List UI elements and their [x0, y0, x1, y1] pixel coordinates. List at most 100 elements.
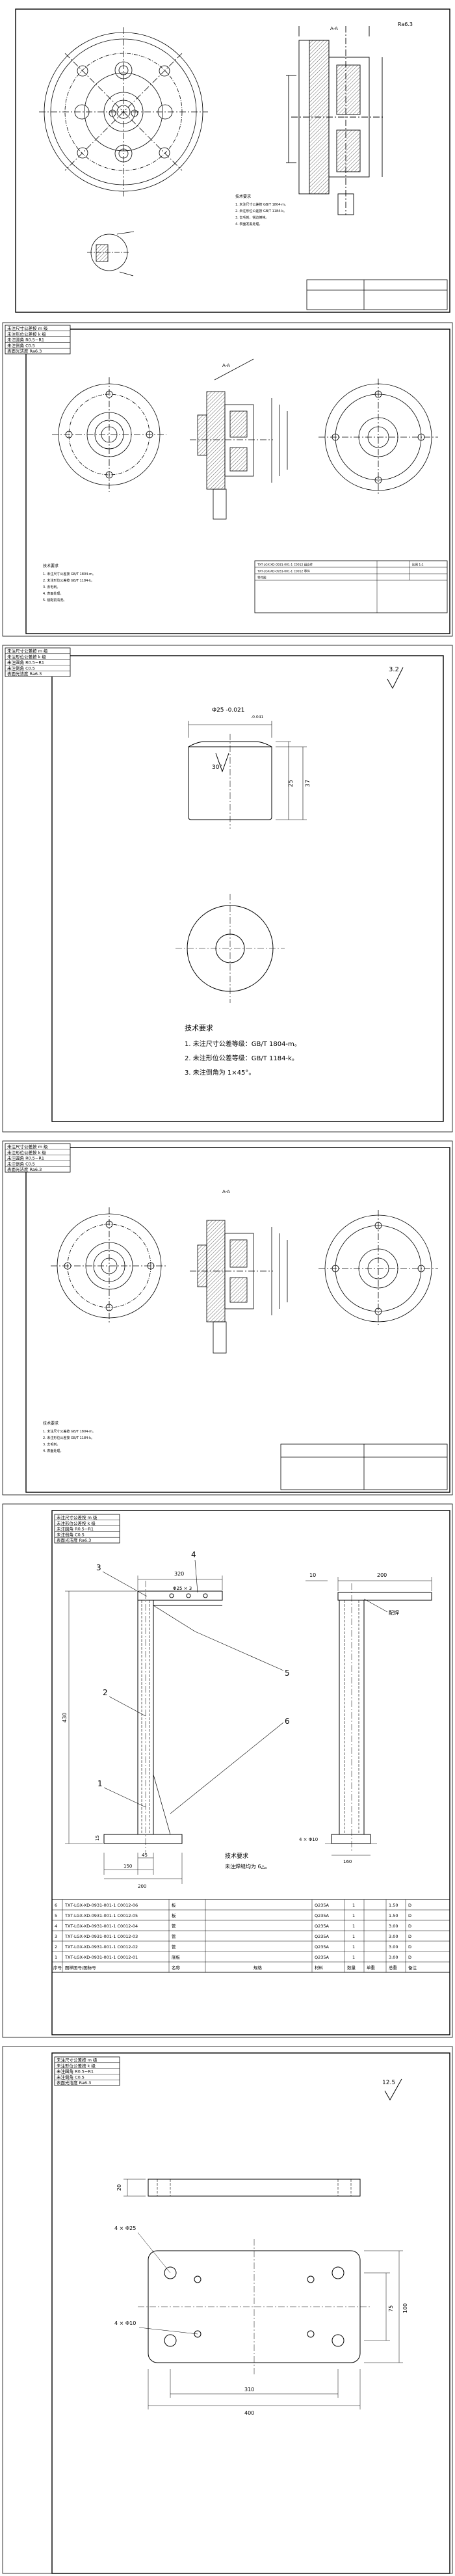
- stand-side-view: [331, 1583, 432, 1853]
- plate-top-view: [138, 2239, 370, 2376]
- stamp-row: 未注尺寸公差按 m 级: [7, 325, 48, 331]
- bom-cell: D: [408, 1934, 411, 1939]
- bom-header-cell: 总重: [389, 1965, 398, 1970]
- dim-hole-note: 4 × Φ10: [299, 1837, 318, 1842]
- dim-height: 25: [288, 780, 294, 787]
- section-label: A-A: [222, 363, 230, 368]
- bom-header-cell: 单重: [367, 1965, 376, 1970]
- bom-cell: D: [408, 1903, 411, 1908]
- flange-section-view: [286, 26, 384, 215]
- title-row: TXT-LGX-XD-0931-001-1 C0012 组合件: [257, 563, 313, 567]
- notes-title: 技术要求: [43, 563, 58, 569]
- bom-cell: Q235A: [315, 1903, 330, 1908]
- sheet-6-drawing: 未注尺寸公差按 m 级 未注形位公差按 k 级 未注圆角 R0.5~R1 未注倒…: [0, 2044, 455, 2576]
- section-label: A-A: [222, 1189, 230, 1194]
- bom-cell: 3.00: [389, 1944, 398, 1950]
- balloon-3: 3: [96, 1563, 101, 1572]
- bom-table: 6 TXT-LGX-XD-0931-001-1 C0012-06 板 Q235A…: [51, 1899, 450, 1973]
- note-line: 3. 去毛刺。: [43, 585, 60, 589]
- note-line: 1. 未注尺寸公差等级：GB/T 1804-m。: [185, 1040, 301, 1048]
- flange-right-view: [318, 1210, 438, 1327]
- flange-left-view: [51, 1207, 168, 1324]
- note-line: 1. 未注尺寸公差按 GB/T 1804-m。: [43, 1429, 96, 1434]
- balloon-4: 4: [191, 1550, 196, 1559]
- bom-cell: 1.50: [389, 1903, 398, 1908]
- note-line: 2. 未注形位公差等级：GB/T 1184-k。: [185, 1054, 298, 1062]
- section-label: A-A: [330, 26, 338, 31]
- side-dimension-lines: [306, 1577, 432, 1856]
- note-line: 5. 装配前清洗。: [43, 598, 66, 602]
- stamp-row: 表面光洁度 Ra6.3: [7, 671, 42, 677]
- title-row: 零件图: [257, 576, 266, 580]
- dim-width-inner: 310: [244, 2387, 254, 2393]
- bom-cell: TXT-LGX-XD-0931-001-1 C0012-01: [64, 1955, 138, 1960]
- dim-thickness: 20: [116, 2184, 122, 2191]
- roughness-value: 12.5: [382, 2080, 395, 2086]
- drawing-sheet-1: Ra6.3 A-A 技术要求 1. 未注尺寸公差按 GB/T 1804-m。 2…: [0, 0, 455, 316]
- drawing-sheet-4: 未注尺寸公差按 m 级 未注形位公差按 k 级 未注圆角 R0.5~R1 未注倒…: [0, 1138, 455, 1497]
- note-line: 2. 未注形位公差按 GB/T 1184-k。: [43, 1436, 94, 1440]
- bom-header-cell: 序号: [53, 1965, 62, 1970]
- sheet-1-drawing: Ra6.3 A-A 技术要求 1. 未注尺寸公差按 GB/T 1804-m。 2…: [0, 0, 455, 316]
- bom-cell: 1: [55, 1955, 57, 1960]
- flange-left-view: [52, 377, 166, 492]
- bom-cell: Q235A: [315, 1955, 330, 1960]
- bom-cell: TXT-LGX-XD-0931-001-1 C0012-03: [64, 1934, 138, 1939]
- tech-notes: 技术要求 1. 未注尺寸公差等级：GB/T 1804-m。 2. 未注形位公差等…: [185, 1024, 301, 1077]
- title-block: [280, 1443, 448, 1490]
- bom-cell: 管: [172, 1944, 176, 1950]
- bom-cell: D: [408, 1913, 411, 1918]
- notes-title: 技术要求: [185, 1024, 213, 1032]
- stamp-row: 表面光洁度 Ra6.3: [7, 348, 42, 354]
- tech-notes: 技术要求 1. 未注尺寸公差按 GB/T 1804-m。 2. 未注形位公差按 …: [235, 194, 288, 226]
- bom-cell: 1: [352, 1913, 355, 1918]
- note-line: 未注焊缝均为 6△。: [225, 1863, 270, 1870]
- bom-cell: 1: [352, 1903, 355, 1908]
- tolerance-stamp: 未注尺寸公差按 m 级 未注形位公差按 k 级 未注圆角 R0.5~R1 未注倒…: [54, 2056, 120, 2086]
- stamp-row: 未注圆角 R0.5~R1: [57, 1526, 94, 1532]
- notes-title: 技术要求: [235, 194, 251, 199]
- note-line: 3. 去毛刺，锐边倒钝。: [235, 215, 268, 220]
- dim-height: 430: [62, 1713, 68, 1723]
- stamp-row: 未注尺寸公差按 m 级: [57, 2057, 98, 2063]
- title-block: TXT-LGX-XD-0931-001-1 C0012 组合件 TXT-LGX-…: [254, 560, 448, 613]
- bom-cell: 1: [352, 1934, 355, 1939]
- drawing-sheet-3: 未注尺寸公差按 m 级 未注形位公差按 k 级 未注圆角 R0.5~R1 未注倒…: [0, 643, 455, 1134]
- bom-cell: 5: [55, 1913, 57, 1918]
- bom-cell: 3: [55, 1934, 57, 1939]
- stamp-row: 未注倒角 C0.5: [7, 342, 35, 348]
- bom-header-cell: 规格: [254, 1965, 263, 1970]
- bom-cell: TXT-LGX-XD-0931-001-1 C0012-02: [64, 1944, 138, 1950]
- dim-width-outer: 400: [244, 2410, 254, 2416]
- dim-holes-large: 4 × Φ25: [114, 2225, 136, 2231]
- stamp-row: 未注圆角 R0.5~R1: [7, 337, 44, 343]
- dimension-lines: [65, 1576, 223, 1884]
- dim-side: 37: [305, 780, 311, 787]
- stamp-row: 未注倒角 C0.5: [57, 1531, 84, 1537]
- stamp-row: 未注形位公差按 k 级: [7, 331, 46, 337]
- dim-base-2: 150: [124, 1864, 132, 1869]
- tolerance-stamp: 未注尺寸公差按 m 级 未注形位公差按 k 级 未注圆角 R0.5~R1 未注倒…: [5, 1143, 71, 1173]
- bom-cell: 1.50: [389, 1913, 398, 1918]
- stamp-row: 未注倒角 C0.5: [7, 665, 35, 671]
- plate-dimension-lines: [137, 2232, 403, 2409]
- title-row: 比例 1:1: [412, 563, 424, 567]
- note-line: 2. 未注形位公差按 GB/T 1184-k。: [235, 209, 287, 213]
- stamp-row: 未注倒角 C0.5: [7, 1161, 35, 1166]
- bom-cell: Q235A: [315, 1913, 330, 1918]
- bom-cell: 3.00: [389, 1924, 398, 1929]
- bom-cell: 4: [55, 1924, 57, 1929]
- stamp-row: 未注尺寸公差按 m 级: [7, 648, 48, 654]
- bom-cell: 板: [172, 1902, 176, 1908]
- note-line: 3. 去毛刺。: [43, 1442, 60, 1447]
- note-line: 4. 表面发黑处理。: [235, 222, 262, 226]
- dim-chamfer: 30°: [212, 764, 222, 771]
- stamp-row: 未注形位公差按 k 级: [57, 1520, 96, 1526]
- roughness-symbol: 3.2: [387, 666, 404, 690]
- drawing-sheet-6: 未注尺寸公差按 m 级 未注形位公差按 k 级 未注圆角 R0.5~R1 未注倒…: [0, 2044, 455, 2576]
- note-line: 4. 表面处理。: [43, 591, 63, 596]
- note-line: 1. 未注尺寸公差按 GB/T 1804-m。: [43, 572, 96, 576]
- note-line: 1. 未注尺寸公差按 GB/T 1804-m。: [235, 202, 288, 207]
- dim-side-b1: 10: [309, 1572, 316, 1578]
- sheet-2-drawing: 未注尺寸公差按 m 级 未注形位公差按 k 级 未注圆角 R0.5~R1 未注倒…: [0, 320, 455, 639]
